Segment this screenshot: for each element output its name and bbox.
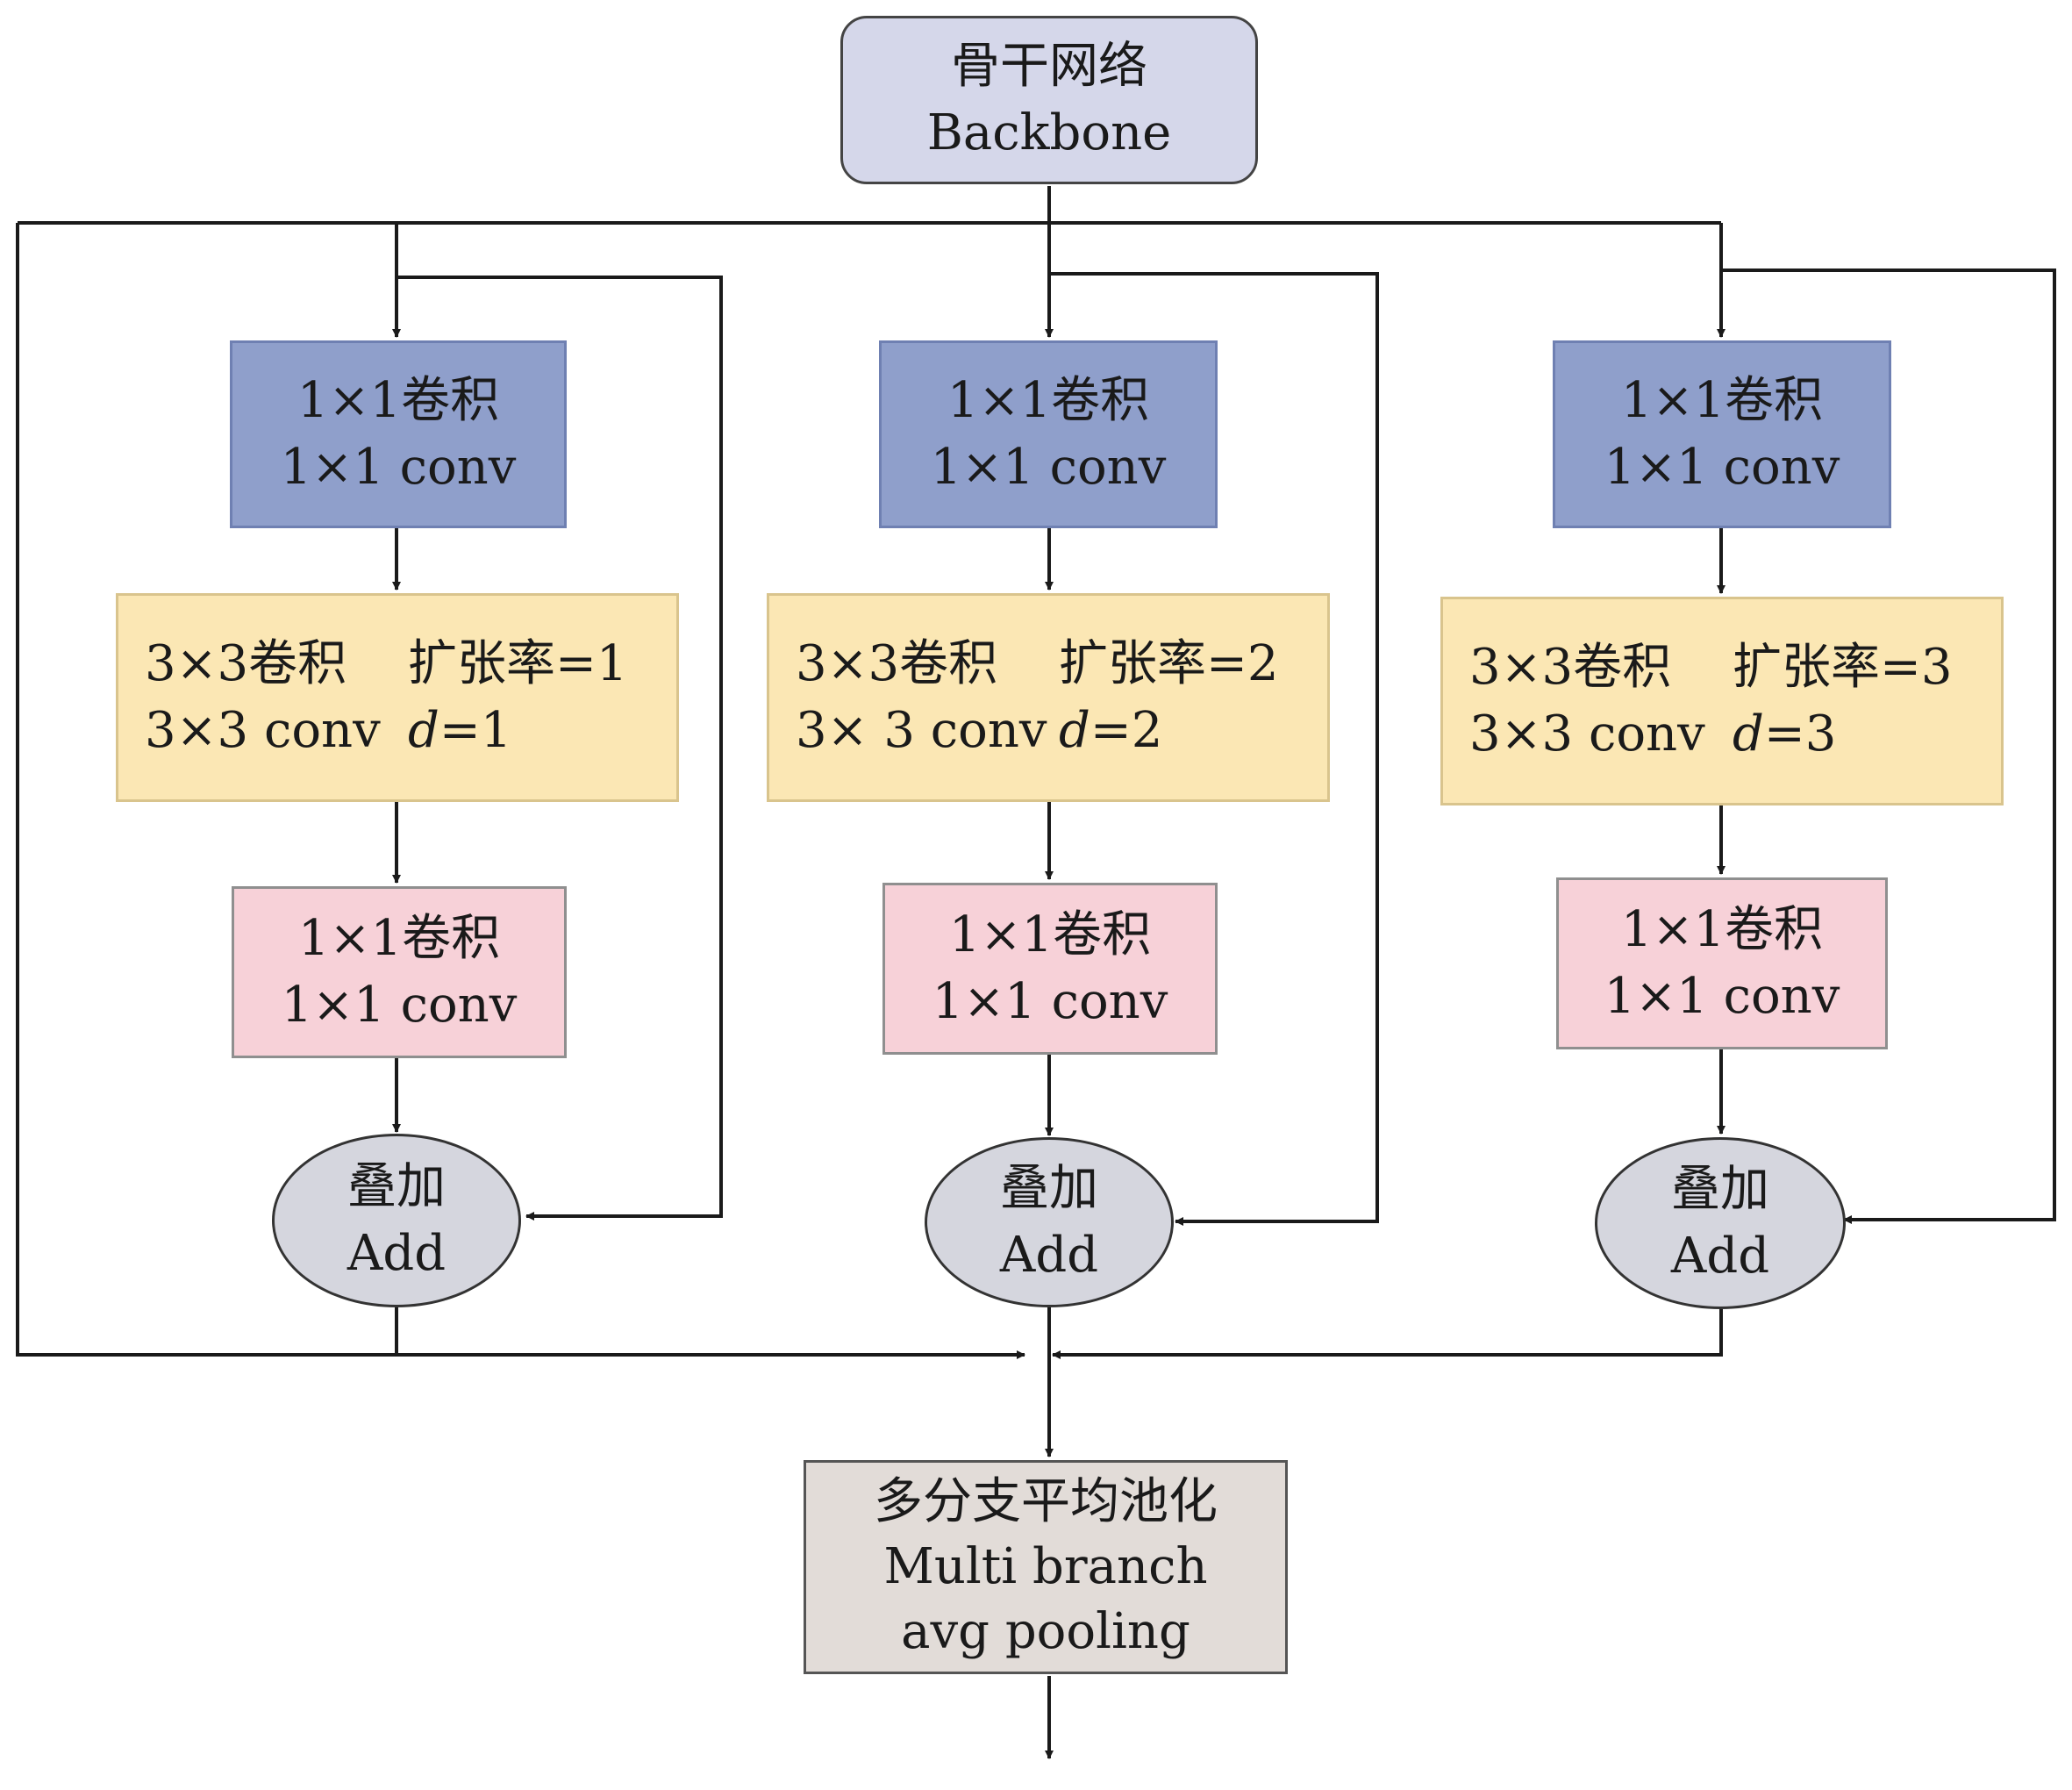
branch3-conv1-node: 1×1卷积 1×1 conv bbox=[1553, 340, 1891, 528]
branch1-add-en: Add bbox=[347, 1225, 447, 1282]
branch1-skip-line bbox=[397, 276, 723, 1221]
branch2-skip-line bbox=[1049, 272, 1379, 1226]
branch3-conv1-en: 1×1 conv bbox=[1604, 439, 1840, 496]
backbone-node: 骨干网络 Backbone bbox=[840, 16, 1258, 184]
branch2-proj-conv-node: 1×1卷积 1×1 conv bbox=[882, 883, 1218, 1055]
branch1-d-value: d=1 bbox=[408, 702, 512, 759]
branch2-add-en: Add bbox=[999, 1227, 1099, 1284]
branch1-rate-zh: 扩张率=1 bbox=[408, 635, 628, 692]
branch2-conv1-node: 1×1卷积 1×1 conv bbox=[879, 340, 1218, 528]
branch1-dilated-conv-node: 3×3卷积 扩张率=1 3×3 conv d=1 bbox=[116, 593, 679, 802]
branch3-d-value: d=3 bbox=[1733, 705, 1837, 763]
branch3-add-zh: 叠加 bbox=[1671, 1161, 1769, 1218]
branch2-proj-zh: 1×1卷积 bbox=[948, 906, 1152, 963]
branch3-proj-zh: 1×1卷积 bbox=[1620, 901, 1824, 958]
pooling-label-en2: avg pooling bbox=[901, 1603, 1190, 1660]
branch1-conv1-zh: 1×1卷积 bbox=[297, 372, 500, 429]
pooling-label-en1: Multi branch bbox=[883, 1538, 1208, 1595]
branch1-proj-en: 1×1 conv bbox=[281, 977, 518, 1034]
branch2-dilated-en: 3× 3 conv bbox=[796, 702, 1047, 759]
outer-left-bypass-line bbox=[16, 223, 1025, 1359]
branch1-add-zh: 叠加 bbox=[347, 1158, 446, 1215]
branch3-rate-zh: 扩张率=3 bbox=[1733, 639, 1953, 696]
branch3-dilated-conv-node: 3×3卷积 扩张率=3 3×3 conv d=3 bbox=[1440, 597, 2004, 806]
branch3-add-node: 叠加 Add bbox=[1595, 1137, 1846, 1309]
branch2-conv1-en: 1×1 conv bbox=[930, 439, 1167, 496]
branch2-rate-zh: 扩张率=2 bbox=[1059, 635, 1279, 692]
branch3-dilated-zh: 3×3卷积 bbox=[1469, 639, 1672, 696]
branch3-proj-en: 1×1 conv bbox=[1604, 968, 1840, 1025]
branch3-skip-line bbox=[1721, 268, 2056, 1224]
branch1-conv1-en: 1×1 conv bbox=[280, 439, 517, 496]
branch3-conv1-zh: 1×1卷积 bbox=[1620, 372, 1824, 429]
branch1-proj-conv-node: 1×1卷积 1×1 conv bbox=[232, 886, 567, 1058]
branch2-d-value: d=2 bbox=[1059, 702, 1163, 759]
branch1-add-node: 叠加 Add bbox=[272, 1134, 521, 1307]
branch2-add-zh: 叠加 bbox=[1000, 1160, 1098, 1217]
branch3-proj-conv-node: 1×1卷积 1×1 conv bbox=[1556, 877, 1888, 1049]
branch1-dilated-en: 3×3 conv bbox=[145, 702, 381, 759]
branch2-dilated-zh: 3×3卷积 bbox=[796, 635, 998, 692]
add3-output-line bbox=[1052, 1309, 1723, 1359]
pooling-label-zh: 多分支平均池化 bbox=[874, 1473, 1218, 1530]
branch3-add-en: Add bbox=[1670, 1228, 1770, 1285]
backbone-label-zh: 骨干网络 bbox=[951, 38, 1147, 95]
backbone-label-en: Backbone bbox=[926, 104, 1172, 161]
pooling-node: 多分支平均池化 Multi branch avg pooling bbox=[804, 1460, 1288, 1674]
branch2-conv1-zh: 1×1卷积 bbox=[947, 372, 1150, 429]
branch1-proj-zh: 1×1卷积 bbox=[297, 910, 501, 967]
branch3-dilated-en: 3×3 conv bbox=[1469, 705, 1705, 763]
branch2-add-node: 叠加 Add bbox=[925, 1137, 1174, 1307]
branch2-proj-en: 1×1 conv bbox=[932, 973, 1168, 1030]
branch1-dilated-zh: 3×3卷积 bbox=[145, 635, 347, 692]
branch1-conv1-node: 1×1卷积 1×1 conv bbox=[230, 340, 567, 528]
